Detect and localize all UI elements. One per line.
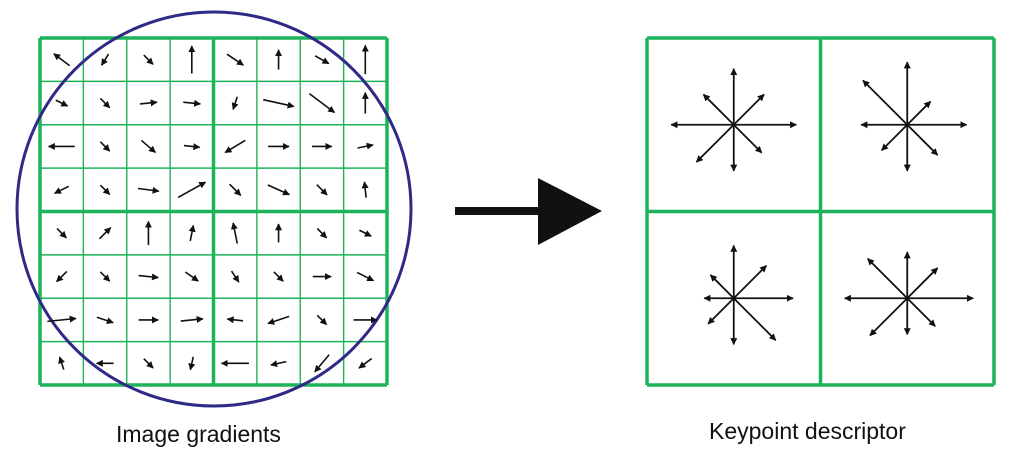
gradient-arrow xyxy=(137,186,160,194)
gradient-arrow xyxy=(230,270,240,283)
histogram-bin-arrow xyxy=(733,124,763,154)
histogram-bin-arrow xyxy=(733,264,768,299)
gradient-arrow xyxy=(267,315,290,325)
gradient-arrow xyxy=(143,54,154,65)
image-gradients-caption: Image gradients xyxy=(116,421,281,447)
descriptor-grid xyxy=(645,36,996,387)
gradient-arrow xyxy=(231,96,239,110)
gradient-arrow xyxy=(138,273,159,281)
histogram-bin-arrow xyxy=(906,267,939,299)
gradient-arrow xyxy=(316,314,328,326)
gradient-arrow xyxy=(224,139,246,154)
gradient-arrow xyxy=(314,55,330,65)
histogram-bin-arrow xyxy=(707,297,735,325)
gradient-arrow xyxy=(53,185,70,195)
gradient-arrow xyxy=(183,143,201,151)
gradient-arrow xyxy=(188,224,196,242)
gradient-arrow xyxy=(226,316,244,324)
gradient-arrow xyxy=(308,93,336,114)
gradient-arrow xyxy=(263,98,295,109)
gradient-arrow xyxy=(316,184,328,196)
gradient-arrow xyxy=(356,271,375,282)
gradient-arrow xyxy=(357,142,374,150)
histogram-bin-arrow xyxy=(733,93,765,126)
gradient-arrow xyxy=(361,181,369,198)
transform-arrow-icon xyxy=(455,178,602,245)
gradient-arrow xyxy=(58,356,65,370)
gradient-arrow xyxy=(180,315,204,323)
gradient-arrow xyxy=(184,271,199,282)
image-gradients-panel xyxy=(15,10,413,408)
histogram-bin-arrow xyxy=(709,274,735,299)
histogram-bin-arrow xyxy=(702,93,735,126)
gradient-arrow xyxy=(358,357,373,369)
gradient-arrow xyxy=(99,97,111,109)
histogram-bin-arrow xyxy=(869,297,908,337)
gradient-arrow xyxy=(47,315,77,323)
gradient-arrow xyxy=(99,141,111,152)
gradient-arrow xyxy=(55,270,68,283)
gradient-arrow xyxy=(270,360,287,368)
gradient-arrow xyxy=(177,181,207,199)
gradient-arrow xyxy=(226,53,244,66)
gradient-arrow xyxy=(267,184,290,196)
gradient-arrow xyxy=(314,354,330,373)
gradient-arrow xyxy=(316,227,328,239)
histogram-bin-arrow xyxy=(862,79,908,126)
keypoint-descriptor-panel xyxy=(645,36,996,387)
gaussian-window-circle xyxy=(15,10,413,408)
transform-arrow-shaft xyxy=(455,207,547,215)
gradient-arrow xyxy=(100,53,110,66)
gradient-arrow xyxy=(140,139,156,154)
gradient-arrows xyxy=(47,44,378,373)
histogram-bin-arrow xyxy=(906,124,939,156)
gradient-arrow xyxy=(229,183,242,196)
gradient-arrow xyxy=(188,356,196,371)
histogram-bin-arrow xyxy=(906,100,932,126)
histogram-bin-arrow xyxy=(733,297,777,341)
histogram-bin-arrow xyxy=(906,297,936,327)
gradient-arrow xyxy=(230,222,239,244)
gradient-arrow xyxy=(273,271,284,282)
histogram-bin-arrow xyxy=(866,257,908,299)
gradient-arrow xyxy=(98,227,112,240)
gradient-arrow xyxy=(53,53,71,67)
keypoint-descriptor-caption: Keypoint descriptor xyxy=(709,418,906,444)
transform-arrow-head xyxy=(538,178,602,245)
gradient-arrow xyxy=(96,316,114,324)
gradient-arrow xyxy=(99,184,111,196)
histogram-bin-arrow xyxy=(880,124,908,152)
gradient-arrow xyxy=(56,227,67,239)
gradient-grid xyxy=(38,36,389,387)
gradient-arrow xyxy=(143,358,154,369)
histogram-bin-arrow xyxy=(695,124,735,163)
gradient-arrow xyxy=(183,99,202,107)
gradient-arrow xyxy=(139,99,158,107)
orientation-histograms xyxy=(670,61,974,346)
gradient-arrow xyxy=(359,229,372,237)
gradient-arrow xyxy=(55,99,69,107)
gradient-arrow xyxy=(99,271,111,282)
